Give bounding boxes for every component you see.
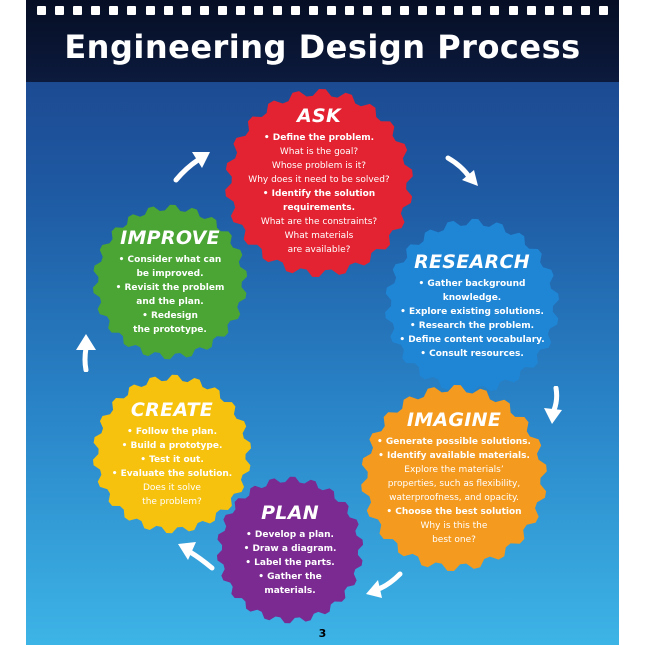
step-plan: PLAN • Develop a plan. • Draw a diagram.…	[216, 476, 364, 624]
gear-shape-improve	[92, 204, 248, 360]
arrow-improve-to-ask-icon	[173, 152, 210, 183]
step-create-line: the problem?	[142, 497, 202, 507]
arrow-plan-to-create-icon	[178, 542, 215, 571]
step-imagine: IMAGINE • Generate possible solutions. •…	[360, 384, 548, 572]
step-create-line: • Follow the plan.	[126, 427, 218, 437]
step-create-heading: CREATE	[130, 399, 214, 421]
step-ask-line: What are the constraints?	[260, 217, 378, 227]
step-improve-line: be improved.	[136, 269, 204, 279]
step-imagine-line: • Identify available materials.	[378, 451, 530, 461]
step-create-line: • Test it out.	[140, 455, 204, 465]
step-improve-line: and the plan.	[136, 297, 204, 307]
step-improve-line: the prototype.	[133, 325, 207, 335]
header-bar: Engineering Design Process	[26, 0, 619, 82]
step-imagine-line: Explore the materials’	[404, 465, 504, 475]
step-create: CREATE • Follow the plan. • Build a prot…	[92, 374, 252, 534]
step-improve-line: • Revisit the problem	[115, 283, 225, 293]
step-ask-line: Why does it need to be solved?	[248, 175, 390, 185]
step-ask: ASK • Define the problem. What is the go…	[224, 88, 414, 278]
gear-outline	[361, 384, 547, 572]
page-title: Engineering Design Process	[64, 28, 581, 66]
gear-outline	[92, 204, 248, 360]
arrow-create-to-improve-icon	[76, 334, 96, 372]
gear-outline	[216, 476, 364, 624]
step-ask-line: What materials	[284, 231, 354, 241]
gear-outline	[225, 88, 413, 278]
step-ask-line: are available?	[287, 245, 351, 255]
step-research-line: knowledge.	[442, 293, 502, 303]
gear-shape-plan	[216, 476, 364, 624]
gear-shape-imagine	[361, 384, 547, 572]
step-improve-line: • Consider what can	[118, 255, 222, 265]
step-research-line: • Consult resources.	[420, 349, 524, 359]
chart-panel: Engineering Design Process ASK • Define …	[26, 0, 619, 645]
arrow-research-to-imagine-icon	[544, 386, 562, 424]
gear-shape-ask	[225, 88, 413, 278]
step-create-line: Does it solve	[143, 483, 201, 493]
step-imagine-line: waterproofness, and opacity.	[389, 493, 519, 503]
step-plan-heading: PLAN	[261, 502, 319, 524]
step-imagine-line: • Generate possible solutions.	[377, 437, 531, 447]
step-plan-line: materials.	[264, 586, 316, 596]
step-plan-line: • Draw a diagram.	[243, 544, 337, 554]
step-ask-heading: ASK	[296, 105, 341, 127]
step-research-line: • Explore existing solutions.	[400, 307, 544, 317]
step-imagine-line: • Choose the best solution	[386, 507, 522, 517]
step-research-heading: RESEARCH	[414, 251, 530, 273]
step-imagine-line: properties, such as flexibility,	[387, 479, 521, 489]
step-create-line: • Evaluate the solution.	[111, 469, 233, 479]
step-plan-line: • Gather the	[258, 572, 322, 582]
step-research-line: • Gather background	[418, 279, 526, 289]
gear-outline	[93, 374, 251, 534]
step-research-line: • Research the problem.	[409, 321, 535, 331]
gear-shape-research	[385, 218, 559, 394]
page-number: 3	[318, 627, 327, 640]
step-imagine-line: best one?	[432, 535, 476, 545]
step-improve-heading: IMPROVE	[120, 227, 220, 249]
step-plan-line: • Label the parts.	[245, 558, 335, 568]
step-ask-line: • Identify the solution requirements.	[262, 189, 376, 213]
step-research-line: • Define content vocabulary.	[399, 335, 545, 345]
step-imagine-heading: IMAGINE	[406, 409, 502, 431]
step-ask-line: What is the goal?	[279, 147, 359, 157]
step-improve: IMPROVE • Consider what can be improved.…	[92, 204, 248, 360]
step-ask-line: • Define the problem.	[263, 133, 375, 143]
arrow-imagine-to-plan-icon	[366, 571, 403, 598]
step-ask-line: Whose problem is it?	[271, 161, 367, 171]
step-plan-line: • Develop a plan.	[246, 530, 334, 540]
arrow-ask-to-research-icon	[445, 155, 478, 186]
step-research: RESEARCH • Gather background knowledge. …	[384, 218, 560, 394]
gear-outline	[385, 218, 559, 394]
film-strip-holes	[26, 6, 619, 18]
gear-shape-create	[93, 374, 251, 534]
step-imagine-line: Why is this the	[420, 521, 488, 531]
step-improve-line: • Redesign	[142, 311, 198, 321]
step-create-line: • Build a prototype.	[121, 441, 223, 451]
